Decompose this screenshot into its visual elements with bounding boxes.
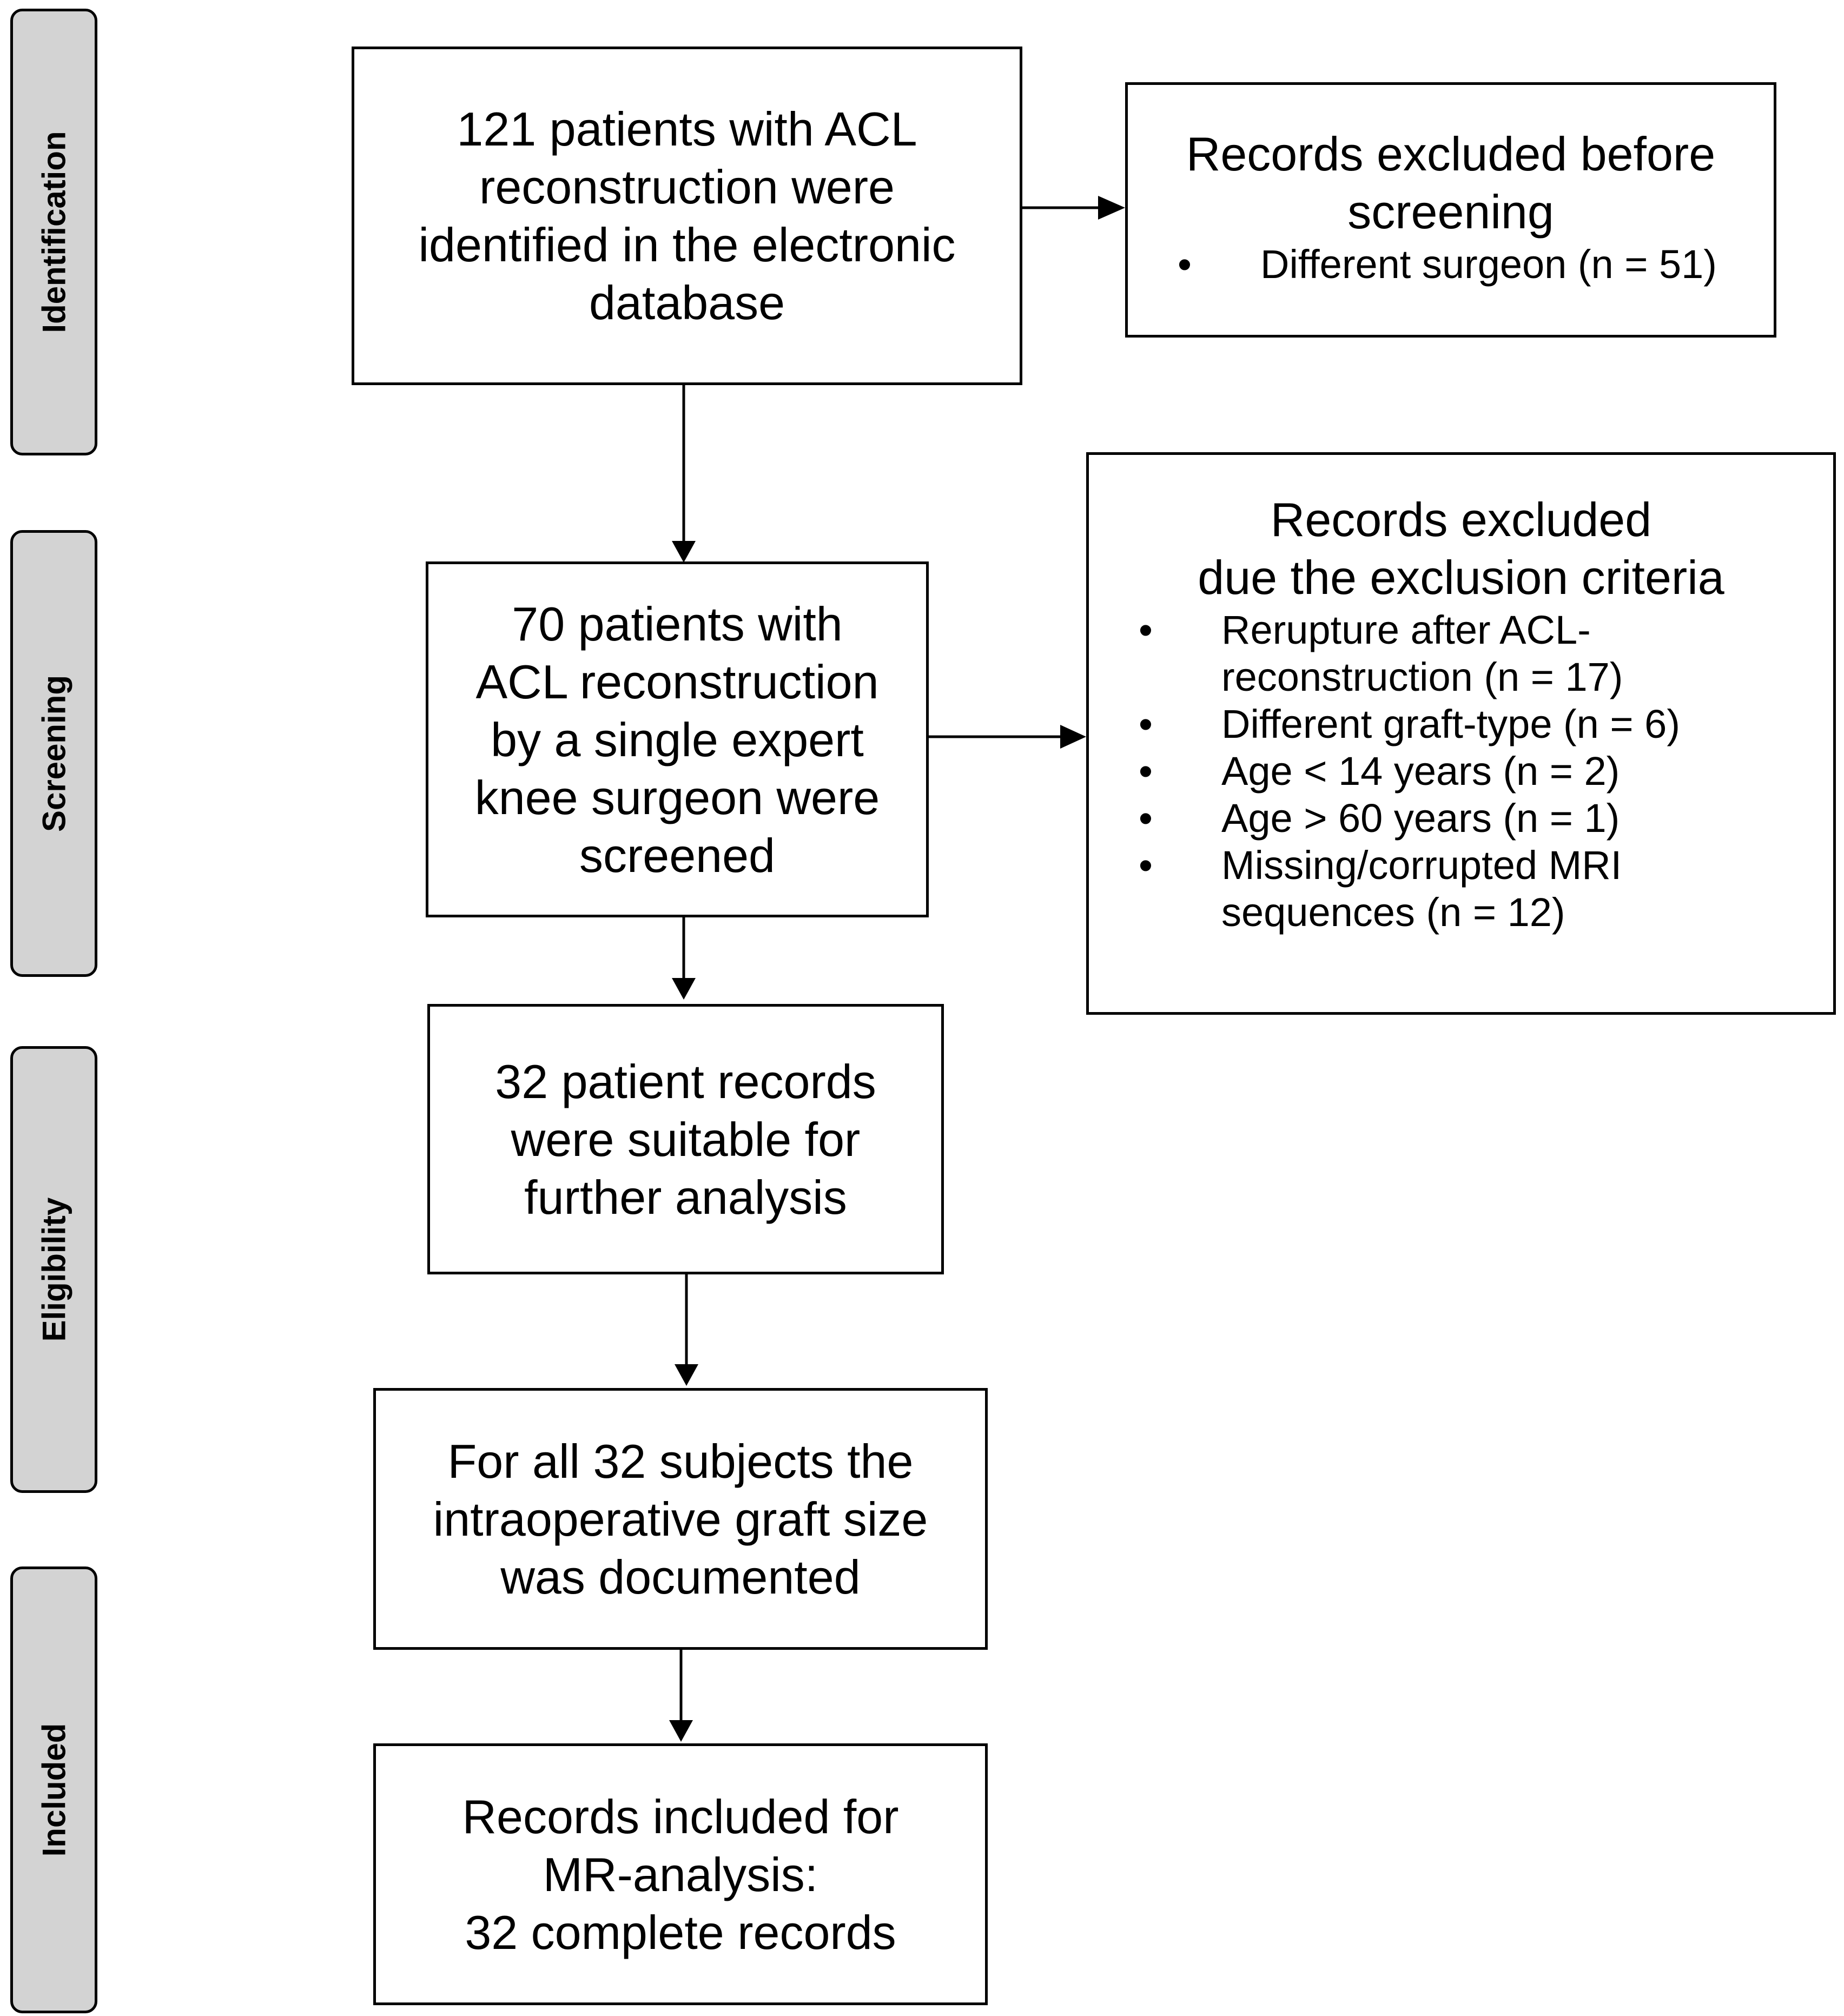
exclusion-item: • Different graft-type (n = 6) — [1139, 702, 1680, 746]
arrowhead-1 — [672, 541, 696, 563]
excluded-before-title-line: screening — [1347, 185, 1554, 239]
documented-line: was documented — [500, 1550, 861, 1604]
excluded-criteria-box: Records excluded due the exclusion crite… — [1086, 452, 1836, 1015]
identified-line: reconstruction were — [479, 160, 895, 214]
included-line: MR-analysis: — [543, 1847, 818, 1901]
included-line: Records included for — [462, 1789, 899, 1843]
screened-line: by a single expert — [491, 712, 864, 766]
excluded-before-screening-box: Records excluded before screening • Diff… — [1125, 82, 1776, 338]
exclusion-item: • Missing/corrupted MRI sequences (n = 1… — [1139, 843, 1622, 935]
excluded-criteria-list: • Rerupture after ACL- reconstruction (n… — [1089, 606, 1833, 936]
screened-line: 70 patients with — [512, 597, 843, 651]
screened-box: 70 patients with ACL reconstruction by a… — [426, 561, 929, 917]
bullet-icon: • — [1139, 607, 1153, 652]
bullet-icon: • — [1178, 242, 1192, 287]
stage-tab-screening: Screening — [10, 530, 97, 977]
screened-line: screened — [579, 828, 775, 882]
documented-line: intraoperative graft size — [433, 1492, 928, 1546]
excluded-before-title: Records excluded before screening — [1128, 125, 1774, 241]
excluded-criteria-title-line: Records excluded — [1270, 493, 1652, 546]
documented-box: For all 32 subjects the intraoperative g… — [373, 1388, 988, 1650]
included-line: 32 complete records — [465, 1905, 896, 1959]
identified-box: 121 patients with ACL reconstruction wer… — [352, 47, 1022, 385]
excluded-before-list: • Different surgeon (n = 51) — [1128, 241, 1774, 288]
documented-line: For all 32 subjects the — [447, 1434, 914, 1488]
screened-line: ACL reconstruction — [475, 655, 879, 709]
arrowhead-4 — [669, 1720, 693, 1742]
arrowhead-2 — [672, 978, 696, 1000]
exclusion-item: • Age < 14 years (n = 2) — [1139, 749, 1620, 794]
identified-line: database — [589, 276, 785, 329]
stage-tab-included: Included — [10, 1566, 97, 2013]
bullet-icon: • — [1139, 702, 1153, 746]
stage-tab-eligibility: Eligibility — [10, 1046, 97, 1493]
screened-line: knee surgeon were — [474, 770, 880, 824]
excluded-criteria-title-line: due the exclusion criteria — [1198, 551, 1724, 604]
excluded-before-title-line: Records excluded before — [1186, 127, 1716, 181]
arrowhead-3 — [675, 1364, 698, 1386]
bullet-icon: • — [1139, 749, 1153, 794]
bullet-icon: • — [1139, 843, 1153, 888]
arrowhead-6 — [1060, 725, 1086, 749]
excluded-criteria-title: Records excluded due the exclusion crite… — [1089, 491, 1833, 606]
exclusion-item: • Rerupture after ACL- reconstruction (n… — [1139, 607, 1623, 699]
identified-line: identified in the electronic — [418, 218, 956, 272]
eligible-box: 32 patient records were suitable for fur… — [427, 1004, 944, 1274]
eligible-line: 32 patient records — [495, 1054, 876, 1108]
eligible-line: further analysis — [524, 1170, 847, 1224]
arrowhead-5 — [1098, 196, 1125, 220]
exclusion-item: • Age > 60 years (n = 1) — [1139, 796, 1620, 841]
stage-tab-identification: Identification — [10, 9, 97, 455]
exclusion-item: • Different surgeon (n = 51) — [1178, 242, 1717, 287]
included-box: Records included for MR-analysis: 32 com… — [373, 1743, 988, 2005]
eligible-line: were suitable for — [511, 1112, 861, 1166]
identified-line: 121 patients with ACL — [457, 102, 917, 156]
bullet-icon: • — [1139, 796, 1153, 841]
